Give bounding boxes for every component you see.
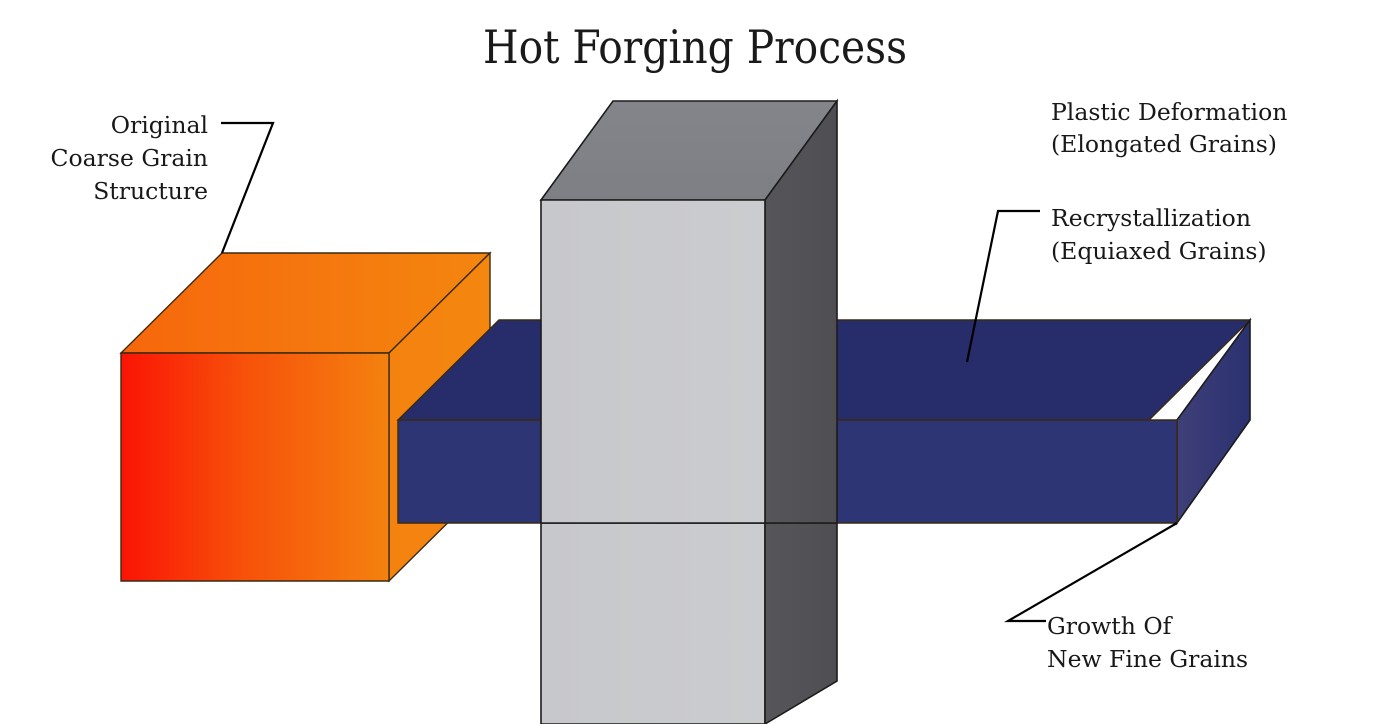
annotation-line: Growth Of xyxy=(1047,612,1174,640)
annotation-line: (Equiaxed Grains) xyxy=(1051,237,1267,265)
annotation-recrystallization: Recrystallization (Equiaxed Grains) xyxy=(1051,204,1267,265)
annotation-line: Coarse Grain xyxy=(51,144,208,172)
lower-die-side-face xyxy=(764,522,838,724)
heated-billet-front xyxy=(120,352,390,582)
annotation-plastic-deformation: Plastic Deformation (Elongated Grains) xyxy=(1051,98,1287,158)
lower-die xyxy=(540,522,838,724)
annotation-line: Recrystallization xyxy=(1051,204,1251,232)
annotation-line: (Elongated Grains) xyxy=(1051,130,1277,158)
annotation-growth-new-fine-grains: Growth Of New Fine Grains xyxy=(1047,612,1248,673)
annotation-labels: Original Coarse Grain Structure Plastic … xyxy=(51,98,1288,673)
annotation-line: Structure xyxy=(93,177,208,205)
annotation-line: New Fine Grains xyxy=(1047,645,1248,673)
upper-die xyxy=(539,98,839,524)
leader-original-coarse-grain xyxy=(220,121,275,254)
annotation-leaders xyxy=(220,121,1178,623)
upper-die-front-face xyxy=(540,199,766,524)
annotation-original-coarse-grain: Original Coarse Grain Structure xyxy=(51,111,208,205)
billet-front-face xyxy=(120,352,390,582)
annotation-line: Original xyxy=(111,111,208,139)
lower-die-front-face xyxy=(540,522,766,724)
annotation-line: Plastic Deformation xyxy=(1051,98,1287,126)
page-title: Hot Forging Process xyxy=(483,20,907,74)
leader-growth-new-fine-grains xyxy=(1003,522,1178,623)
leader-recrystallization xyxy=(965,209,1040,363)
